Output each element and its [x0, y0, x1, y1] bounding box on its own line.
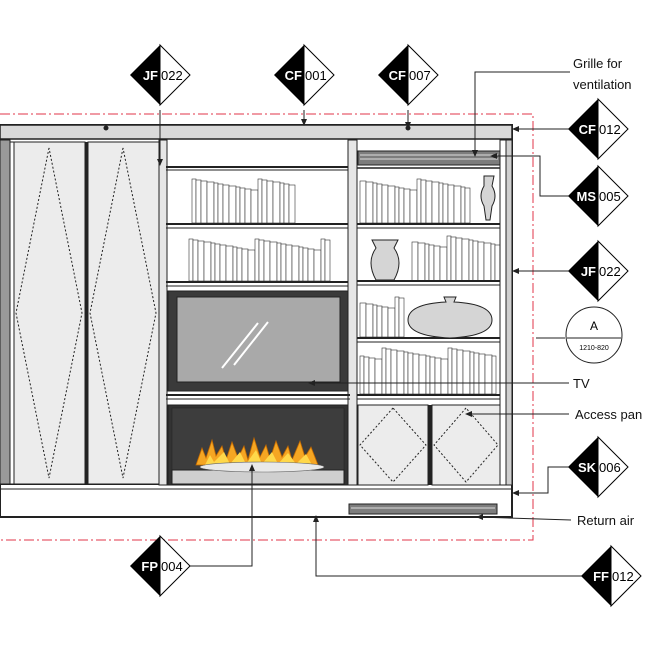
tag-letters: JF — [581, 264, 596, 279]
tag-number: 004 — [161, 559, 183, 574]
access-panels — [357, 404, 501, 486]
tag-letters: CF — [389, 68, 406, 83]
tag-number: 022 — [161, 68, 183, 83]
tag-number: 012 — [599, 122, 621, 137]
tag-number: 001 — [305, 68, 327, 83]
right-shelves — [357, 139, 507, 486]
tag-letters: JF — [143, 68, 158, 83]
left-doors — [13, 139, 168, 486]
tag-letters: FP — [141, 559, 158, 574]
fireplace — [167, 404, 349, 486]
leader-lines — [159, 71, 582, 577]
return-air-grille — [348, 503, 498, 515]
tag-number: 007 — [409, 68, 431, 83]
note-return-air: Return air — [577, 513, 635, 528]
section-letter: A — [590, 319, 598, 333]
tag-letters: MS — [577, 189, 597, 204]
boundary-dashdot — [0, 113, 534, 541]
tag-number: 012 — [612, 569, 634, 584]
tag-letters: SK — [578, 460, 597, 475]
vases — [370, 175, 496, 339]
note-grille-line1: Grille for — [573, 56, 623, 71]
tag-number: 022 — [599, 264, 621, 279]
tv — [166, 290, 350, 400]
leader-arrowheads — [157, 119, 519, 522]
centre-shelves — [166, 139, 358, 486]
note-grille-line2: ventilation — [573, 77, 632, 92]
section-sheet: 1210-820 — [579, 345, 609, 352]
note-access-panel: Access pan — [575, 407, 642, 422]
note-tv: TV — [573, 376, 590, 391]
tag-letters: CF — [579, 122, 596, 137]
tag-letters: CF — [285, 68, 302, 83]
section-marker: A 1210-820 — [565, 306, 623, 364]
tag-letters: FF — [593, 569, 609, 584]
tag-number: 006 — [599, 460, 621, 475]
tag-number: 005 — [599, 189, 621, 204]
